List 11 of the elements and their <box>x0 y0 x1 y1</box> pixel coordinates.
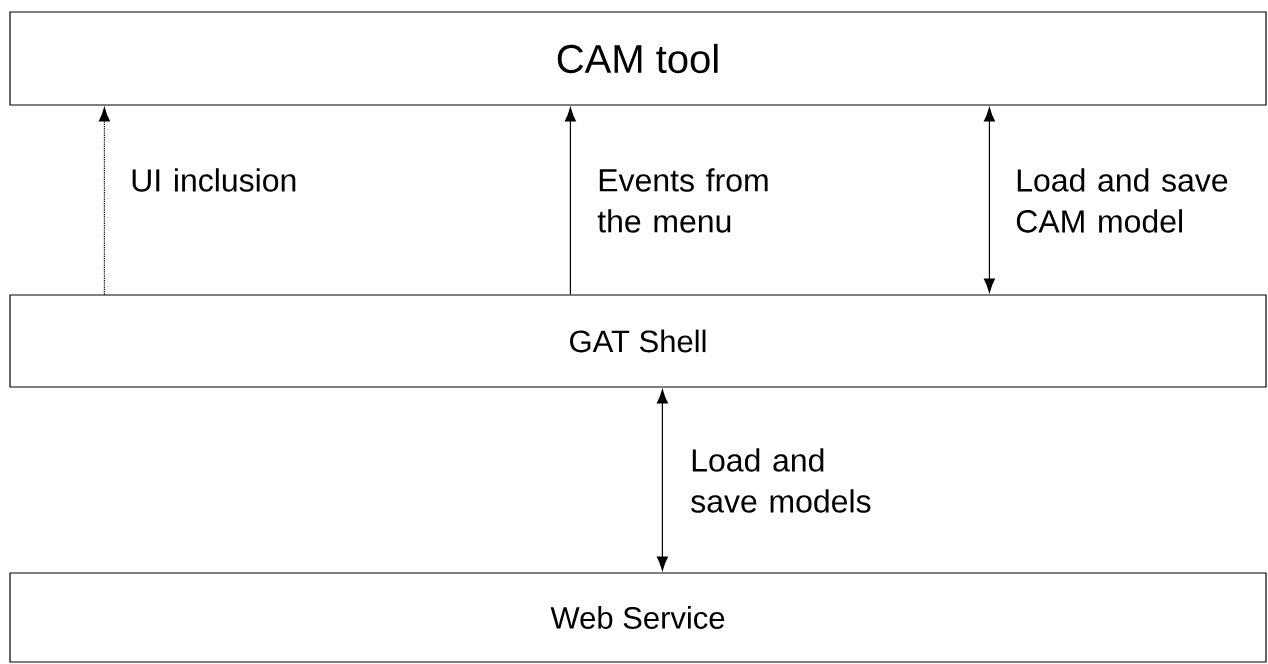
edge-label: Events from the menu <box>597 168 768 233</box>
layer-box: Web Service <box>9 572 1267 663</box>
edge-label: Load and save CAM model <box>1016 168 1228 233</box>
arrow <box>983 107 995 293</box>
arrow <box>564 107 576 295</box>
edge-label: Load and save models <box>691 448 871 513</box>
arrow <box>98 107 110 295</box>
layer-box: CAM tool <box>9 11 1267 106</box>
layer-box: GAT Shell <box>9 294 1267 388</box>
edge-label: UI inclusion <box>132 168 296 192</box>
arrow <box>656 389 668 571</box>
